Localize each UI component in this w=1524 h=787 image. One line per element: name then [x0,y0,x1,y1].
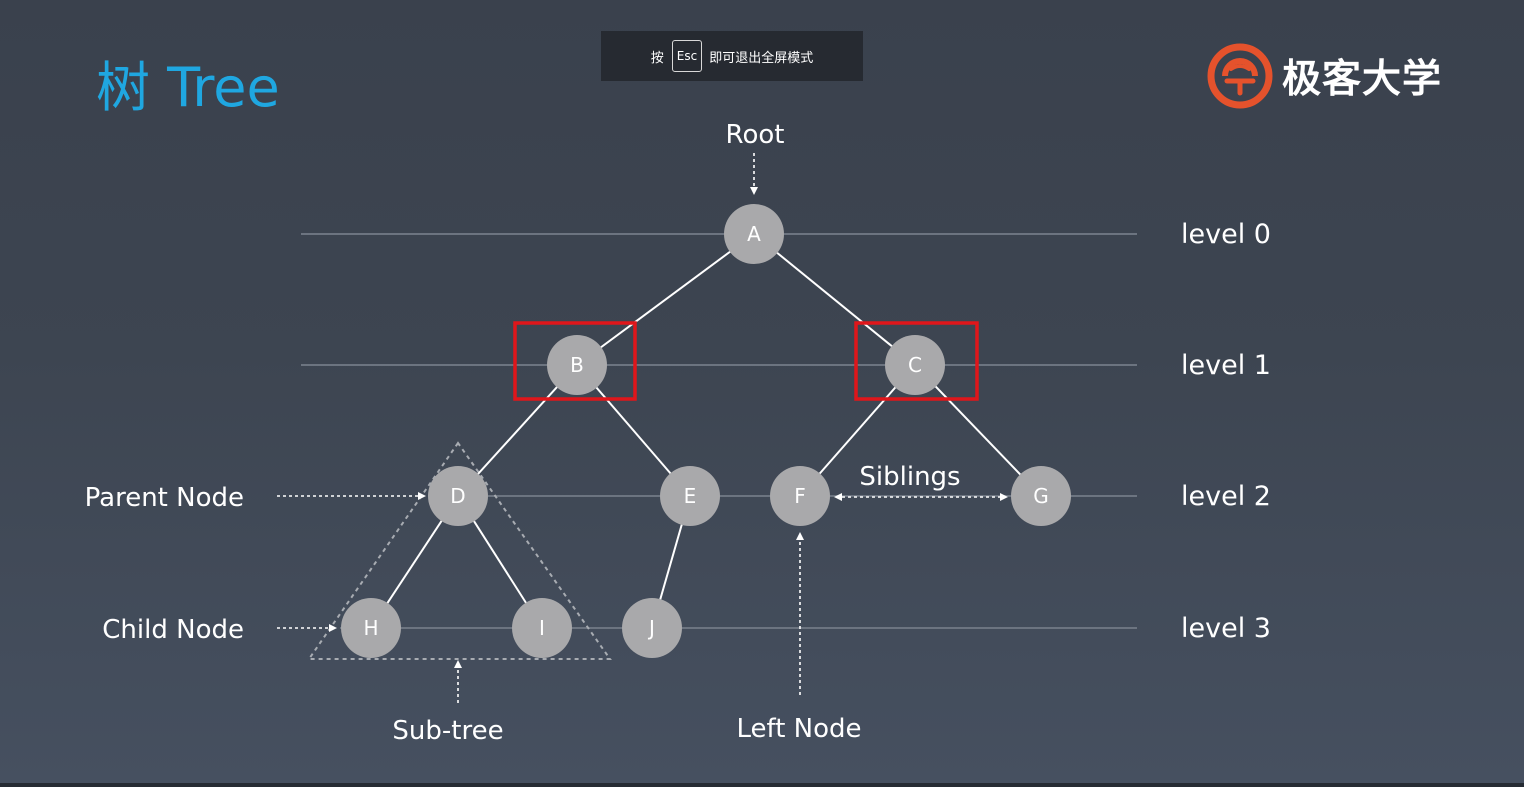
sub-tree-label: Sub-tree [392,716,503,746]
parent-node-label: Parent Node [85,483,244,513]
node-c: C [885,335,945,395]
fullscreen-exit-hint: 按 Esc 即可退出全屏模式 [601,31,863,81]
node-d: D [428,466,488,526]
node-a-label: A [747,222,761,246]
node-h-label: H [363,616,378,640]
level-2-label: level 2 [1181,481,1271,512]
level-3-label: level 3 [1181,613,1271,644]
logo-text: 极客大学 [1282,57,1443,102]
node-b: B [547,335,607,395]
edge-c-g [914,364,1042,497]
node-j-label: J [647,616,655,640]
node-i-label: I [539,616,545,640]
level-0-label: level 0 [1181,219,1271,250]
node-h: H [341,598,401,658]
highlight-box-c [854,321,979,401]
highlight-box-b [513,321,637,401]
edge-a-c [753,233,916,366]
edge-a-b [576,233,755,366]
node-a: A [724,204,784,264]
child-node-label: Child Node [102,615,244,645]
node-j: J [622,598,682,658]
node-g: G [1011,466,1071,526]
node-f: F [770,466,830,526]
esc-hint-prefix: 按 [650,50,664,66]
left-node-label: Left Node [736,714,861,744]
siblings-label: Siblings [859,462,960,492]
node-d-label: D [450,484,465,508]
node-b-label: B [570,353,584,377]
slide-title: 树 Tree [96,56,280,119]
sub-tree-triangle [307,441,612,660]
node-g-label: G [1033,484,1049,508]
node-c-label: C [908,353,922,377]
node-i: I [512,598,572,658]
bottom-bar [0,783,1524,787]
level-1-label: level 1 [1181,350,1271,381]
node-e-label: E [684,484,697,508]
node-e: E [660,466,720,526]
root-label: Root [726,120,785,150]
geek-logo-icon [1207,43,1273,109]
logo: 极客大学 [1207,43,1442,109]
esc-key: Esc [671,40,703,72]
esc-hint-suffix: 即可退出全屏模式 [709,50,814,66]
node-f-label: F [794,484,806,508]
